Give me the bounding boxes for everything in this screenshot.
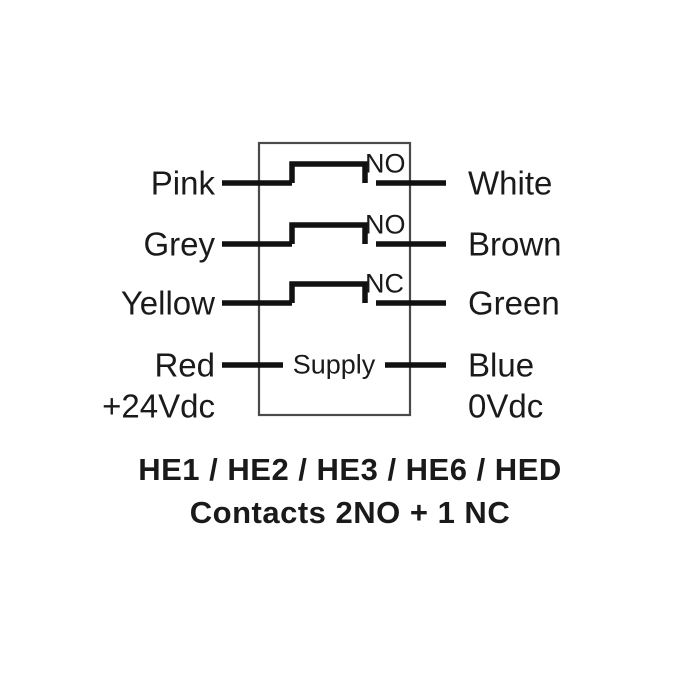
supply-label: Supply — [292, 349, 376, 380]
caption-contact-config: Contacts 2NO + 1 NC — [189, 495, 511, 530]
wire-label-left-pink: Pink — [150, 164, 215, 202]
wire-label-left-red: Red — [154, 346, 215, 384]
wire-label-right-brown: Brown — [468, 225, 562, 263]
contact-tag-no-2: NO — [365, 209, 406, 240]
wire-label-right-white: White — [468, 164, 553, 202]
contact-row-no-2 — [222, 222, 446, 247]
contact-row-nc-1 — [222, 281, 446, 306]
wire-label-left-grey: Grey — [143, 225, 215, 263]
contact-tag-no-1: NO — [365, 148, 406, 179]
device-enclosure-box — [257, 141, 412, 417]
contact-blade-no-1 — [289, 161, 368, 183]
wire-label-right-blue: Blue — [468, 346, 535, 384]
contact-blade-no-2 — [289, 222, 368, 244]
contact-blade-nc-1 — [289, 281, 368, 303]
wire-sublabel-right-voltage: 0Vdc — [468, 387, 544, 425]
contact-row-no-1 — [222, 161, 446, 186]
wire-sublabel-left-voltage: +24Vdc — [102, 387, 215, 425]
wire-label-left-yellow: Yellow — [120, 284, 215, 322]
caption-model-list: HE1 / HE2 / HE3 / HE6 / HED — [138, 452, 562, 487]
wire-label-right-green: Green — [468, 284, 560, 322]
contact-tag-nc-1: NC — [365, 268, 404, 299]
